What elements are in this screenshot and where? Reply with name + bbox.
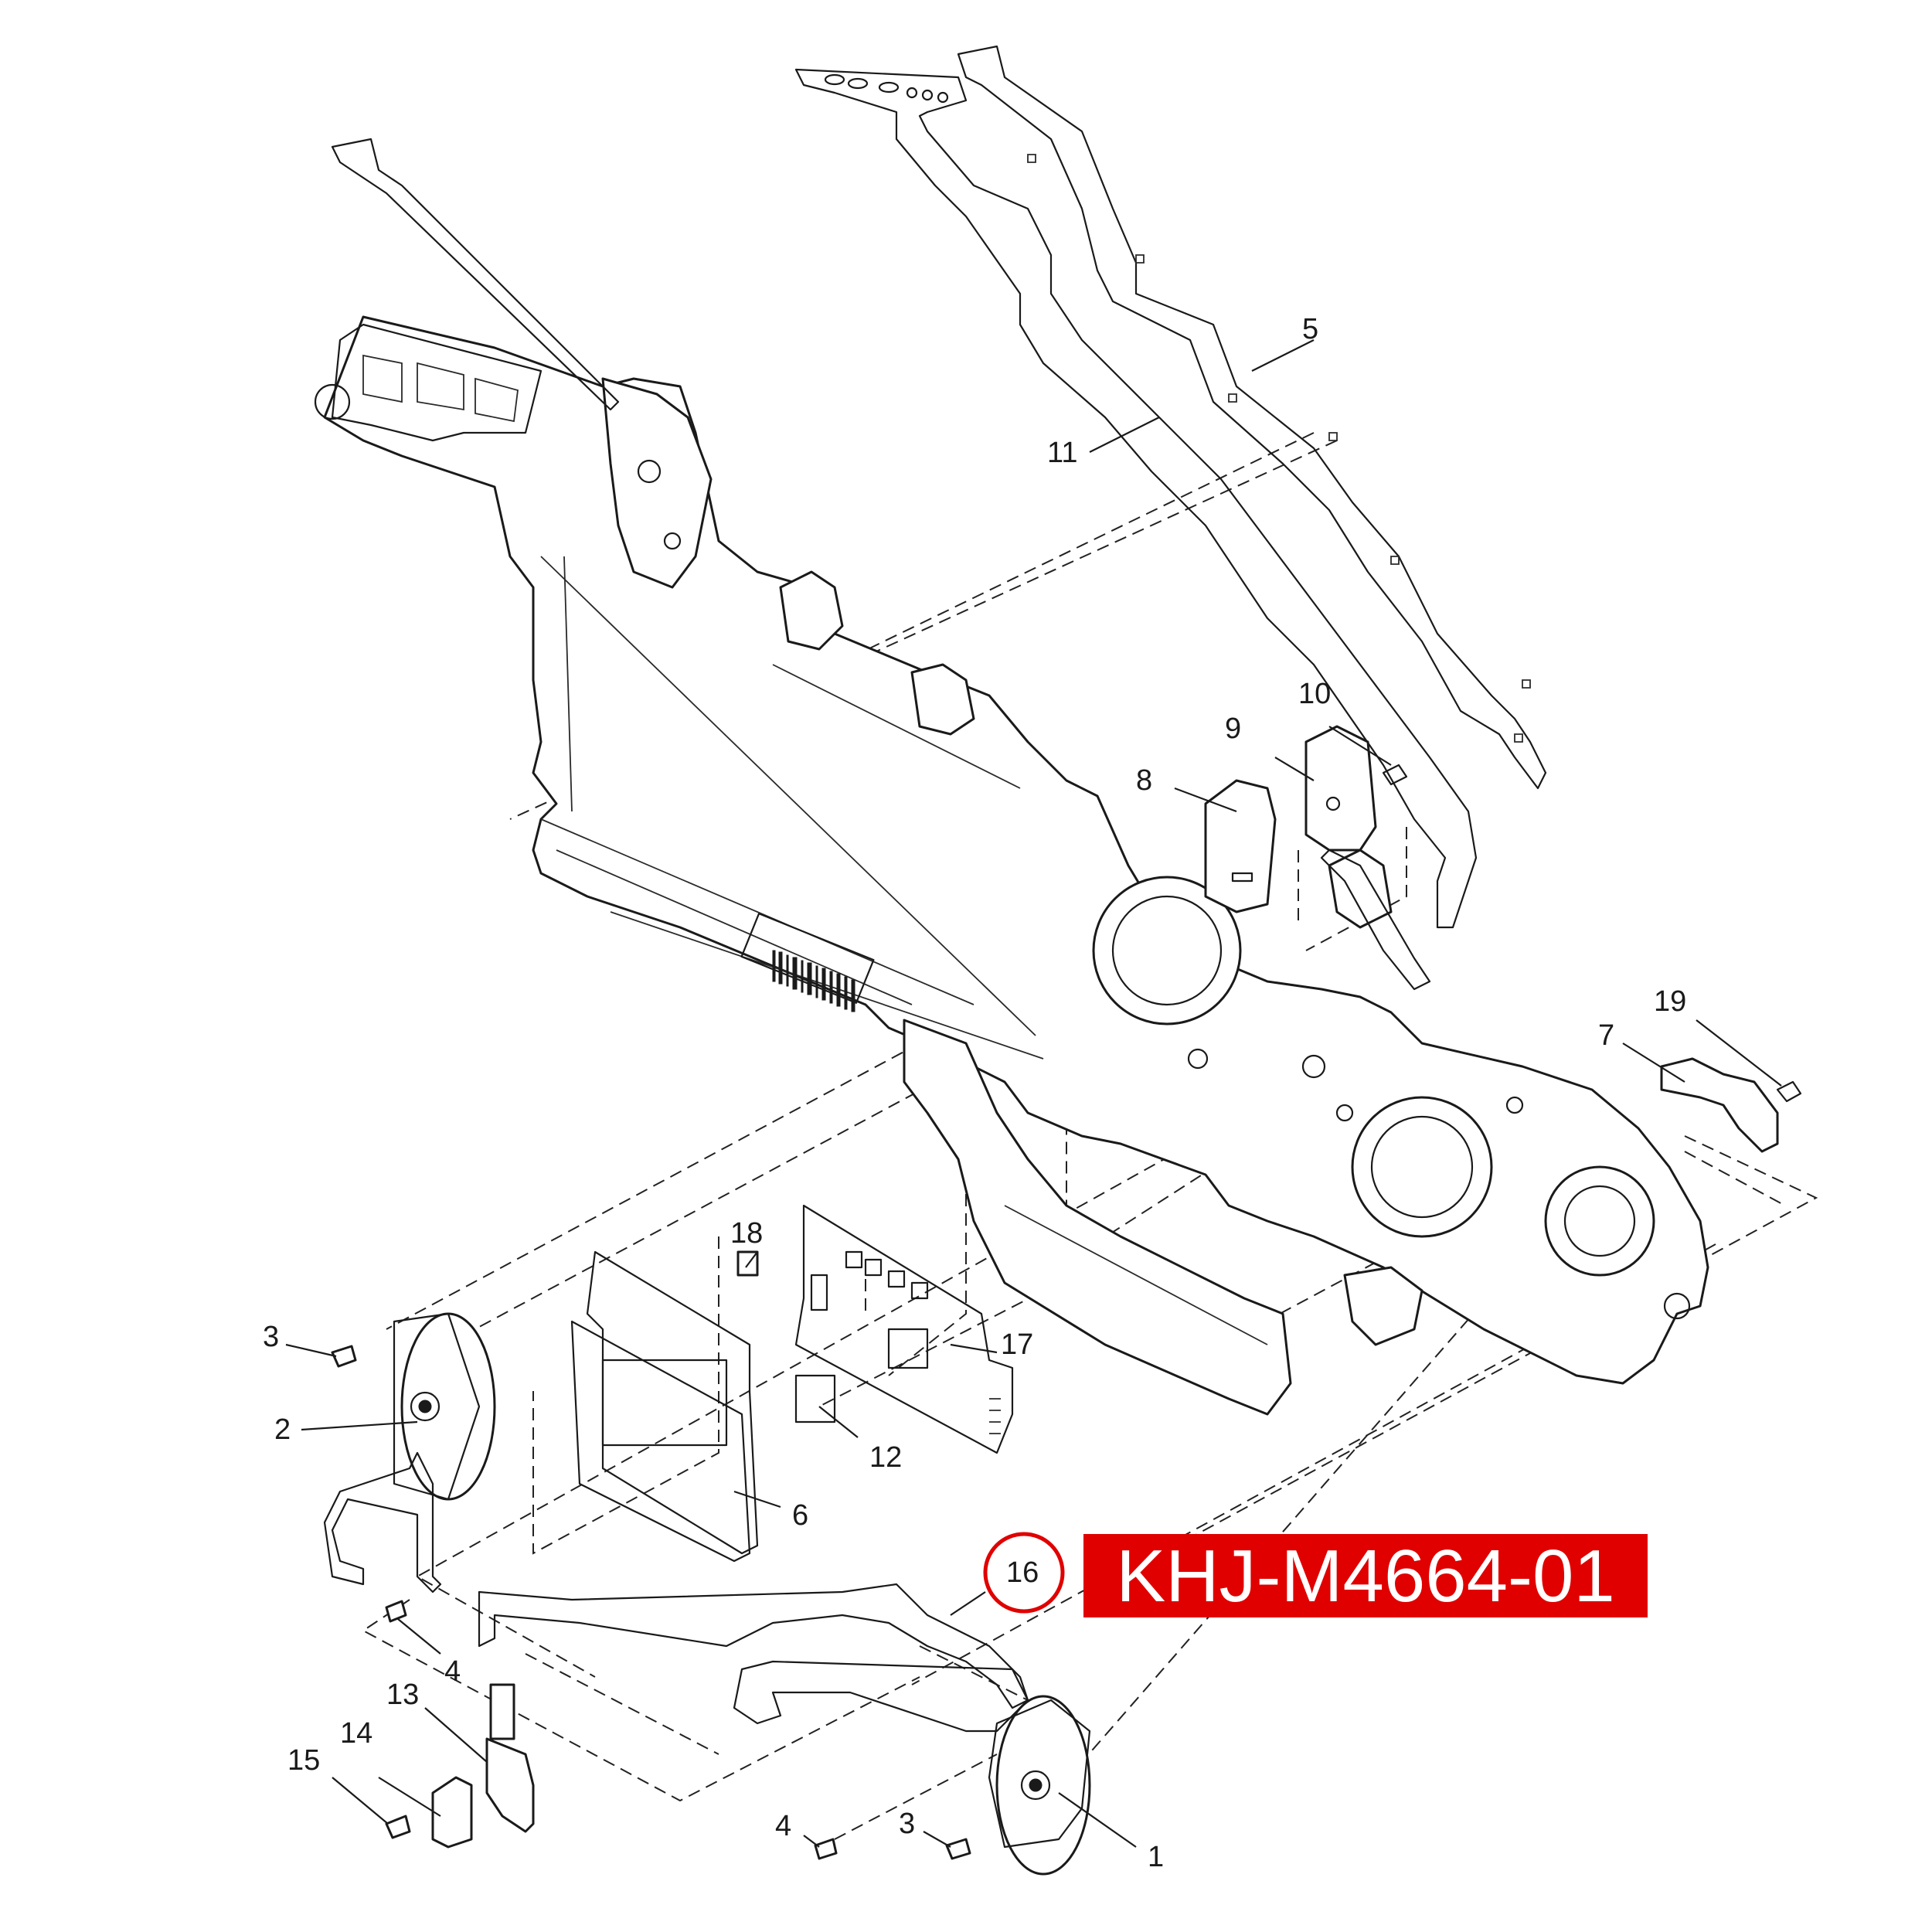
screw-3-upper	[331, 1345, 357, 1368]
callout-7: 7	[1598, 1019, 1614, 1052]
callout-10: 10	[1298, 678, 1331, 710]
highlight-circle	[983, 1532, 1065, 1614]
barcode-label	[740, 913, 875, 1012]
screws	[331, 1345, 971, 1860]
part-5-upper-cover	[957, 45, 1547, 790]
callout-labels: 1 2 3 3 4 4 5 6 7 8 9 10 11 12 13 14 15 …	[263, 313, 1686, 1873]
callout-6: 6	[792, 1499, 808, 1532]
callout-11: 11	[1047, 437, 1077, 469]
part-1-motor	[733, 1660, 1091, 1876]
main-frame	[314, 315, 1709, 1416]
leader-lines	[285, 339, 1782, 1848]
part-13-lever	[485, 1683, 535, 1833]
screw-15	[385, 1815, 411, 1839]
callout-8: 8	[1136, 764, 1152, 797]
part-12-chip	[794, 1374, 836, 1423]
callout-17: 17	[1001, 1328, 1033, 1361]
callout-4-left: 4	[444, 1655, 461, 1688]
part-16-lever-arm	[478, 1583, 1029, 1709]
part-number-badge: KHJ-M4664-01	[1083, 1534, 1648, 1617]
callout-4-bottom: 4	[775, 1810, 791, 1842]
handle-bar	[331, 138, 620, 411]
part-11-tape-guide	[794, 68, 1478, 929]
screw-4-left	[385, 1600, 407, 1623]
assembly-guide-lines	[362, 432, 1818, 1840]
part-number-text: KHJ-M4664-01	[1116, 1535, 1615, 1617]
callout-16: 16	[1006, 1556, 1039, 1589]
callout-18: 18	[730, 1217, 763, 1250]
part-9-sensor-unit	[1304, 725, 1431, 991]
callout-3-upper: 3	[263, 1321, 279, 1353]
callout-3-lower: 3	[899, 1808, 915, 1840]
part-7-bracket	[1660, 1057, 1779, 1153]
part-19-screw	[1776, 1080, 1802, 1103]
callout-15: 15	[287, 1744, 320, 1777]
part-14-block	[431, 1776, 473, 1849]
callout-12: 12	[869, 1441, 902, 1474]
callout-2: 2	[274, 1413, 291, 1446]
callout-14: 14	[340, 1717, 372, 1750]
part-17-circuit-board	[794, 1204, 1014, 1454]
callout-19: 19	[1654, 985, 1686, 1018]
callout-5: 5	[1302, 313, 1318, 345]
part-10-pin	[1382, 764, 1408, 786]
screw-3-bottom	[945, 1838, 971, 1860]
part-8-bracket	[1204, 779, 1277, 913]
callout-13: 13	[386, 1679, 419, 1711]
part-6-cover-plate	[570, 1250, 759, 1563]
screw-4-bottom	[814, 1838, 838, 1860]
callout-1: 1	[1148, 1841, 1164, 1873]
callout-9: 9	[1225, 713, 1241, 745]
part-2-motor	[323, 1312, 496, 1594]
part-18-nut	[736, 1250, 759, 1277]
